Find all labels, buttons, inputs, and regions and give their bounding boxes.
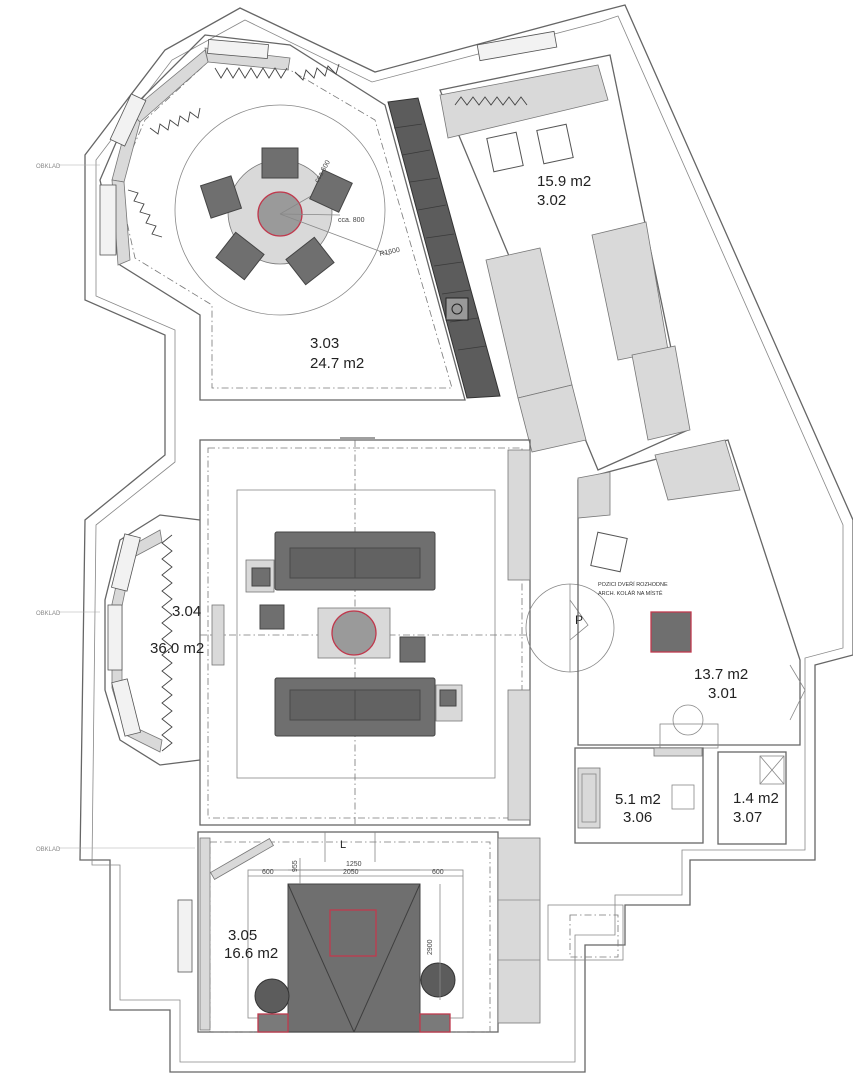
pouf — [399, 636, 426, 663]
side-table — [251, 567, 271, 587]
chair — [285, 236, 335, 286]
door-mark-p: P — [575, 613, 583, 627]
ottoman-marker — [650, 611, 692, 653]
side-label-middle: OBKLAD — [36, 611, 61, 617]
counter-seams — [393, 123, 487, 351]
wardrobe — [591, 221, 669, 361]
room-305 — [177, 831, 541, 1033]
room-303-area: 24.7 m2 — [310, 355, 364, 372]
window — [99, 184, 117, 256]
room-306-area: 5.1 m2 — [615, 791, 661, 808]
room-307-area: 1.4 m2 — [733, 790, 779, 807]
window — [110, 533, 141, 592]
bed-marker — [329, 909, 377, 957]
room-301-number: 3.01 — [708, 685, 737, 702]
window — [111, 678, 142, 737]
nightstand-marker — [419, 1013, 451, 1033]
door-mark-l: L — [340, 839, 346, 851]
room-307-number: 3.07 — [733, 809, 762, 826]
coffee-table-marker — [331, 610, 377, 656]
outer-walls — [79, 4, 853, 1073]
wardrobe — [485, 247, 573, 399]
side-table — [439, 689, 457, 707]
chair — [199, 175, 243, 219]
entry-step — [547, 904, 624, 961]
room-302-area: 15.9 m2 — [537, 173, 591, 190]
armchair — [486, 131, 524, 173]
dim-2900: 2900 — [427, 939, 434, 955]
armchair — [536, 123, 574, 165]
room-302-number: 3.02 — [537, 192, 566, 209]
door-note-line2: ARCH. KOLÁŘ NA MÍSTĚ — [598, 589, 663, 597]
dim-600-right: 600 — [432, 869, 444, 876]
window — [177, 899, 193, 973]
room-305-area: 16.6 m2 — [224, 945, 278, 962]
room-306 — [574, 747, 704, 844]
bed — [287, 883, 421, 1033]
dim-955: 955 — [292, 860, 299, 872]
window — [109, 93, 147, 147]
chair — [309, 169, 353, 213]
dim-2050: 2050 — [343, 869, 359, 876]
hall — [525, 583, 615, 673]
room-301-area: 13.7 m2 — [694, 666, 748, 683]
window — [207, 38, 269, 60]
room-304 — [104, 437, 531, 826]
room-303 — [99, 34, 501, 401]
side-label-top: OBKLAD — [36, 164, 61, 170]
room-306-number: 3.06 — [623, 809, 652, 826]
pouf — [259, 604, 285, 630]
bathtub — [577, 767, 601, 829]
dim-r1600: R1600 — [379, 247, 401, 258]
side-label-bottom: OBKLAD — [36, 847, 61, 853]
chair — [215, 231, 265, 281]
chair — [261, 147, 299, 179]
dim-1250: 1250 — [346, 861, 362, 868]
room-303-number: 3.03 — [310, 335, 339, 352]
room-304-area: 36.0 m2 — [150, 640, 204, 657]
room-305-number: 3.05 — [228, 927, 257, 944]
nightstand-marker — [257, 1013, 289, 1033]
nightstand-lamp — [254, 978, 290, 1014]
room-307 — [717, 751, 787, 845]
nightstand-lamp — [420, 962, 456, 998]
window — [476, 30, 558, 62]
door-note-line1: POZICI DVEŘÍ ROZHODNE — [598, 580, 668, 588]
toilet — [671, 784, 695, 810]
room-302 — [439, 30, 691, 471]
room-301 — [577, 439, 806, 749]
dim-600-left: 600 — [262, 869, 274, 876]
dim-cca800: cca. 800 — [338, 217, 365, 224]
window — [107, 604, 123, 671]
armchair — [590, 531, 628, 573]
kitchen-counter — [387, 97, 501, 399]
room-304-number: 3.04 — [172, 603, 201, 620]
sink — [445, 297, 469, 321]
